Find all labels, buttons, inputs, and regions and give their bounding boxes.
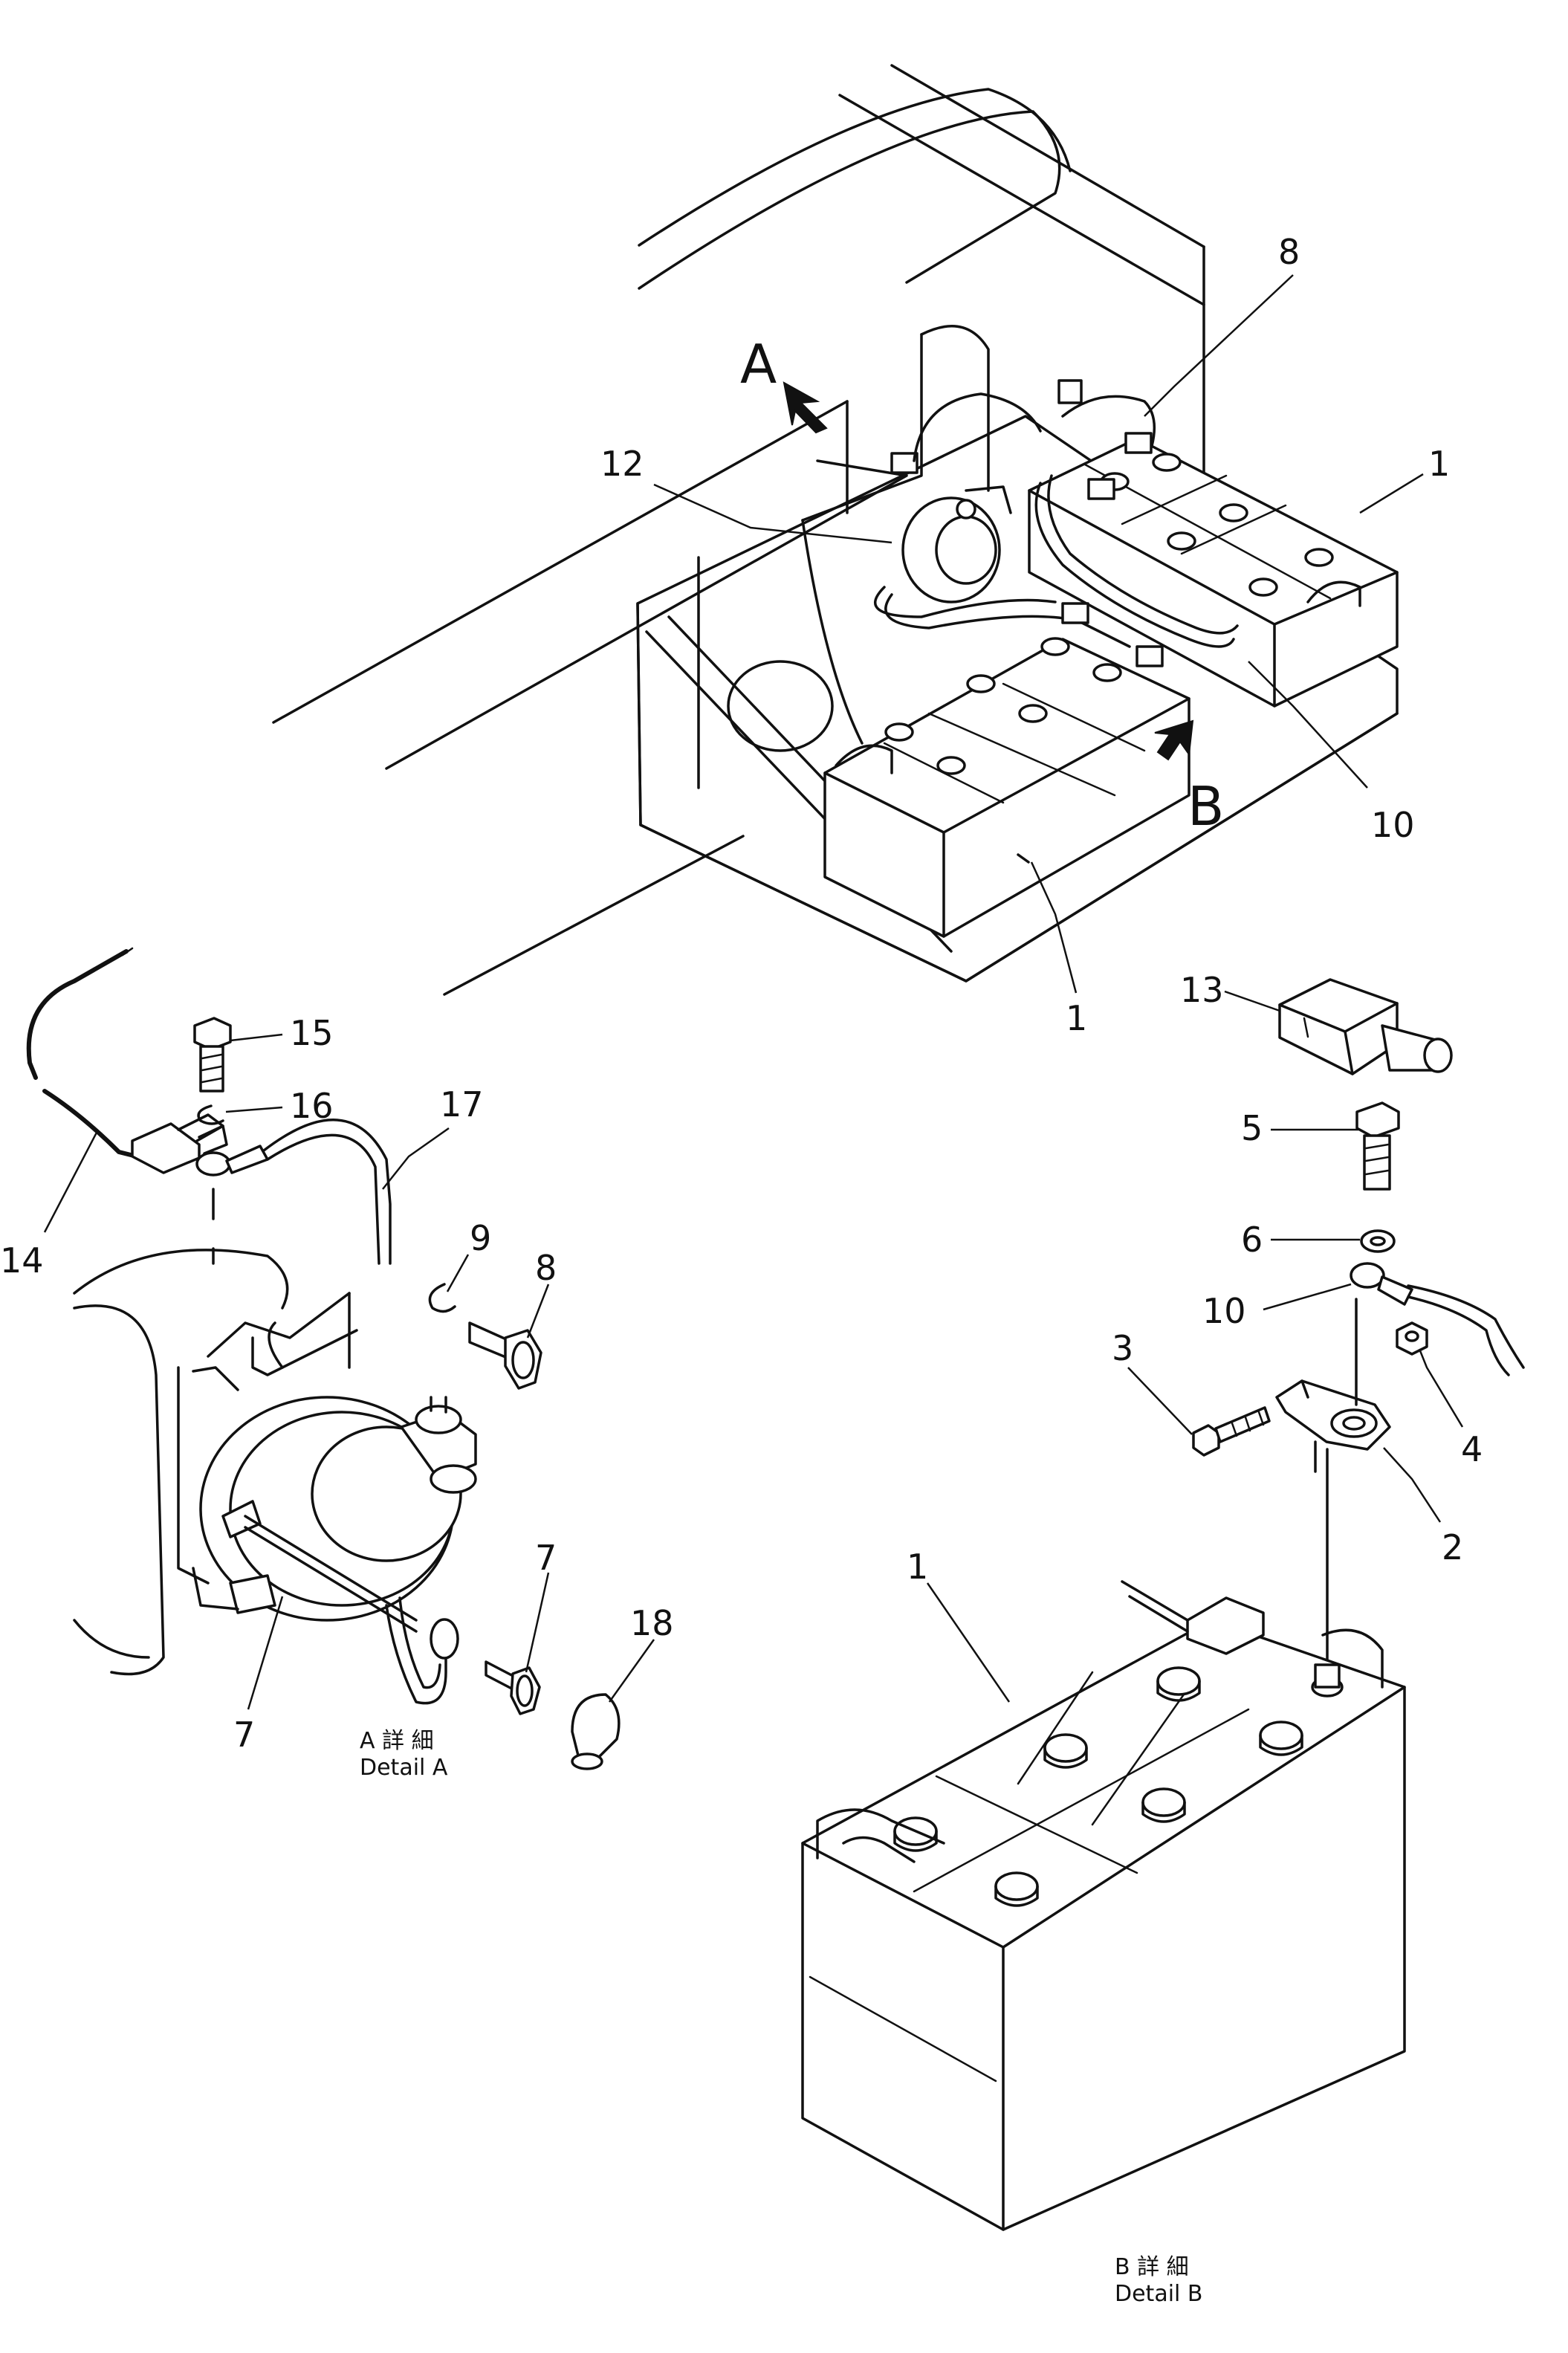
callout-16: 16 <box>290 1086 334 1126</box>
washer-6 <box>1360 1229 1396 1253</box>
detail-a-view <box>26 947 621 1770</box>
battery-cell-caps <box>893 1666 1303 1907</box>
machine-body-outline <box>272 64 1205 996</box>
view-marker-a-label: A <box>740 333 777 395</box>
view-arrow-b: B <box>1154 719 1224 838</box>
caption-detail-b-jp: B 詳 細 <box>1115 2254 1189 2280</box>
bolt-15 <box>193 1017 232 1093</box>
relay-cable <box>385 1596 459 1705</box>
cable-17 <box>195 1119 392 1265</box>
callout-10-main: 10 <box>1371 805 1415 845</box>
detail-b-view <box>801 978 1525 2231</box>
wiring-harness <box>874 379 1239 667</box>
nut-4 <box>1396 1321 1428 1356</box>
battery-tray <box>636 415 1399 983</box>
callout-3: 3 <box>1112 1328 1133 1368</box>
view-arrow-a: A <box>740 333 828 434</box>
callout-7-relay: 7 <box>233 1715 255 1755</box>
main-assembly-view: A B <box>272 64 1399 996</box>
leader-lines <box>43 274 1464 1710</box>
callout-1-lower: 1 <box>1066 998 1087 1038</box>
washer-16 <box>197 1104 224 1125</box>
terminal-clamp-2 <box>1275 1298 1391 1473</box>
callout-18: 18 <box>630 1603 674 1643</box>
callout-11: 8 <box>1278 232 1300 272</box>
battery-relay-main <box>890 452 1001 603</box>
view-marker-b-label: B <box>1188 775 1224 838</box>
lock-washer-9 <box>428 1283 456 1313</box>
caption-detail-b: B 詳 細 Detail B <box>1115 2254 1203 2307</box>
callout-4: 4 <box>1461 1429 1483 1469</box>
caption-detail-a: A 詳 細 Detail A <box>360 1728 448 1781</box>
cable-lug-10 <box>1350 1262 1525 1376</box>
callout-15: 15 <box>290 1013 334 1053</box>
caption-detail-a-jp: A 詳 細 <box>360 1728 434 1754</box>
caption-detail-b-en: Detail B <box>1115 2281 1203 2307</box>
mounting-body <box>73 1249 358 1676</box>
callout-13: 13 <box>1180 970 1224 1010</box>
callout-labels: 8 1 12 10 1 13 5 6 10 3 4 2 1 15 16 17 1… <box>0 232 1483 1755</box>
bolt-5 <box>1355 1101 1400 1191</box>
battery-lower <box>823 637 1190 938</box>
callout-1-upper: 1 <box>1428 444 1450 484</box>
bolt-8 <box>468 1321 542 1390</box>
bolt-7 <box>485 1660 541 1715</box>
callout-6: 6 <box>1241 1220 1263 1260</box>
battery-detail-b <box>801 1580 1406 2231</box>
battery-upper <box>1028 437 1399 708</box>
callout-7-bolt: 7 <box>535 1538 557 1578</box>
terminal-cover <box>1278 978 1453 1075</box>
callout-8: 8 <box>535 1248 557 1288</box>
callout-14: 14 <box>0 1240 44 1281</box>
cap-18 <box>571 1693 621 1770</box>
callout-5: 5 <box>1241 1108 1263 1148</box>
callout-1-detail: 1 <box>907 1547 928 1587</box>
callout-9: 9 <box>470 1218 491 1258</box>
callout-12: 12 <box>600 444 644 484</box>
bolt-3 <box>1192 1406 1271 1457</box>
battery-relay-7 <box>192 1396 477 1633</box>
callout-17: 17 <box>440 1084 484 1124</box>
callout-2: 2 <box>1442 1527 1463 1567</box>
caption-detail-a-en: Detail A <box>360 1755 448 1781</box>
harness-14 <box>26 947 228 1174</box>
callout-10-detail: 10 <box>1202 1291 1246 1331</box>
